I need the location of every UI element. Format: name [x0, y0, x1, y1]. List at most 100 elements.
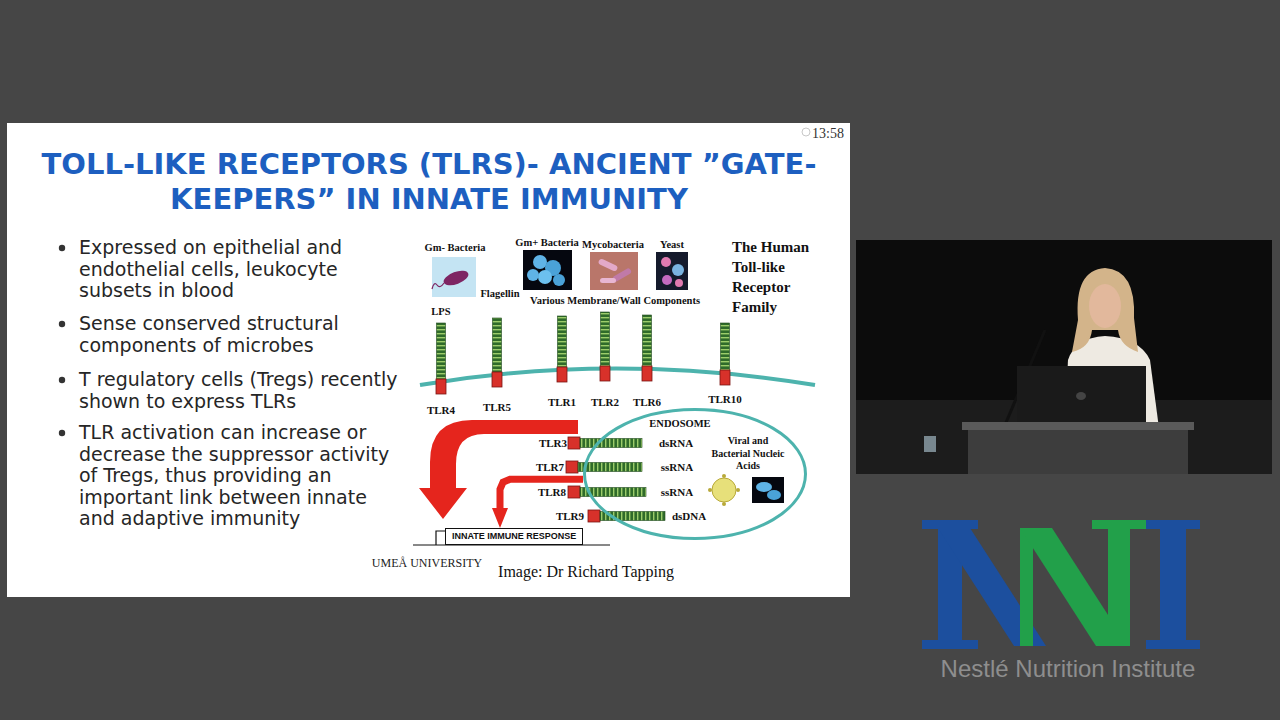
bacteria-cell — [600, 278, 616, 283]
ligand-note: Viral and Bacterial Nucleic Acids — [711, 435, 785, 473]
receptor-domain — [557, 367, 567, 382]
logo-mark — [922, 640, 978, 649]
bacteria-cell — [533, 255, 547, 269]
text-slot: dsDNA — [672, 510, 706, 523]
bacteria-image — [442, 268, 471, 288]
text-slot: ssRNA — [661, 461, 693, 474]
receptor-label: TLR10 — [708, 393, 742, 406]
ligand-label: ssRNA — [661, 486, 693, 499]
receptor-label: TLR4 — [427, 404, 455, 417]
logo-mark — [1146, 520, 1200, 529]
logo-mark — [1092, 520, 1150, 529]
logo-text: Nestlé Nutrition Institute — [941, 654, 1196, 683]
text-slot: Gm+ Bacteria — [515, 236, 578, 249]
text-slot: T regulatory cells (Tregs) recently show… — [79, 369, 405, 412]
podium-top — [962, 422, 1194, 430]
compartment-label: ENDOSOME — [649, 417, 710, 430]
receptor-rod — [643, 315, 652, 369]
receptor-rod — [580, 439, 642, 448]
receptor-label: TLR1 — [548, 396, 576, 409]
text-slot: Mycobacteria — [582, 238, 644, 251]
text-slot: Image: Dr Richard Tapping — [498, 562, 674, 581]
bacteria-cell — [553, 274, 565, 286]
organism-label: Gm- Bacteria — [425, 241, 486, 254]
bacteria-image — [752, 477, 784, 503]
receptor-rod — [558, 316, 567, 370]
ligand-label: ssRNA — [661, 461, 693, 474]
bacteria-cell — [598, 258, 619, 272]
water-glass — [924, 436, 936, 452]
receptor-domain — [492, 372, 502, 387]
text-slot: The Human Toll-like Receptor Family — [732, 237, 824, 317]
text-slot: Flagellin — [480, 287, 519, 300]
organism-label: Gm+ Bacteria — [515, 236, 578, 249]
receptor-domain — [642, 366, 652, 381]
bullet-text: Expressed on epithelial and endothelial … — [79, 237, 405, 302]
receptor-rod — [601, 312, 610, 369]
laptop — [1017, 366, 1146, 426]
receptor-label: TLR9 — [556, 510, 584, 523]
text-slot: TLR2 — [591, 396, 619, 409]
text-slot: TLR3 — [539, 437, 567, 450]
timestamp-mark — [802, 128, 810, 136]
receptor-rod — [493, 318, 502, 375]
yeast-cell — [661, 257, 671, 267]
bullet-text: TLR activation can increase or decrease … — [79, 422, 405, 530]
speaker-face — [1089, 284, 1121, 328]
receptor-domain — [568, 486, 580, 498]
text-slot: TLR1 — [548, 396, 576, 409]
yeast-cell — [672, 264, 684, 276]
receptor-label: TLR7 — [536, 461, 564, 474]
receptor-rod — [578, 463, 642, 472]
text-slot: TLR5 — [483, 401, 511, 414]
logo-mark — [938, 528, 1046, 646]
bacteria-image — [523, 250, 572, 290]
text-slot: TLR6 — [633, 396, 661, 409]
receptor-label: TLR2 — [591, 396, 619, 409]
virus-image — [712, 478, 736, 502]
receptor-label: TLR6 — [633, 396, 661, 409]
slide-title: TOLL-LIKE RECEPTORS (TLRS)- ANCIENT ”GAT… — [39, 147, 819, 217]
virus-spike — [722, 502, 726, 506]
ligand-label: dsRNA — [659, 437, 693, 450]
virus-spike — [722, 474, 726, 478]
ligand-label: Various Membrane/Wall Components — [530, 294, 700, 307]
flagellum — [432, 283, 444, 289]
slide-panel — [7, 123, 850, 597]
text-slot: TLR10 — [708, 393, 742, 406]
response-box: INNATE IMMUNE RESPONSE — [445, 528, 583, 545]
connector-arrow — [500, 479, 583, 514]
text-slot: dsRNA — [659, 437, 693, 450]
text-slot: UMEÅ UNIVERSITY — [372, 556, 482, 570]
receptor-domain — [566, 461, 578, 473]
logo-mark — [1020, 528, 1033, 646]
text-slot: TLR activation can increase or decrease … — [79, 422, 405, 530]
bacteria-image — [432, 257, 476, 297]
text-slot: Gm- Bacteria — [425, 241, 486, 254]
yeast-cell — [662, 275, 672, 285]
text-slot: TLR7 — [536, 461, 564, 474]
logo-mark — [1108, 520, 1130, 646]
cell-membrane — [420, 369, 815, 386]
bacteria-cell — [767, 490, 781, 500]
text-slot: 13:58 — [812, 125, 844, 142]
logo-mark — [1146, 640, 1200, 649]
text-slot: ssRNA — [661, 486, 693, 499]
organism-label: Yeast — [660, 238, 684, 251]
receptor-rod — [437, 323, 446, 382]
virus-spike — [708, 488, 712, 492]
bullet-dot — [59, 430, 65, 436]
video-panel — [856, 240, 1272, 474]
text-slot: Viral and Bacterial Nucleic Acids — [711, 435, 785, 473]
text-slot: Nestlé Nutrition Institute — [941, 654, 1196, 683]
logo-mark — [1160, 528, 1186, 646]
bullet-text: T regulatory cells (Tregs) recently show… — [79, 369, 405, 412]
ligand-label: Flagellin — [480, 287, 519, 300]
endosome-outline — [585, 410, 806, 539]
ligand-label: dsDNA — [672, 510, 706, 523]
bullet-dot — [59, 321, 65, 327]
yeast-cell — [675, 279, 683, 287]
receptor-label: TLR5 — [483, 401, 511, 414]
receptor-domain — [720, 370, 730, 385]
